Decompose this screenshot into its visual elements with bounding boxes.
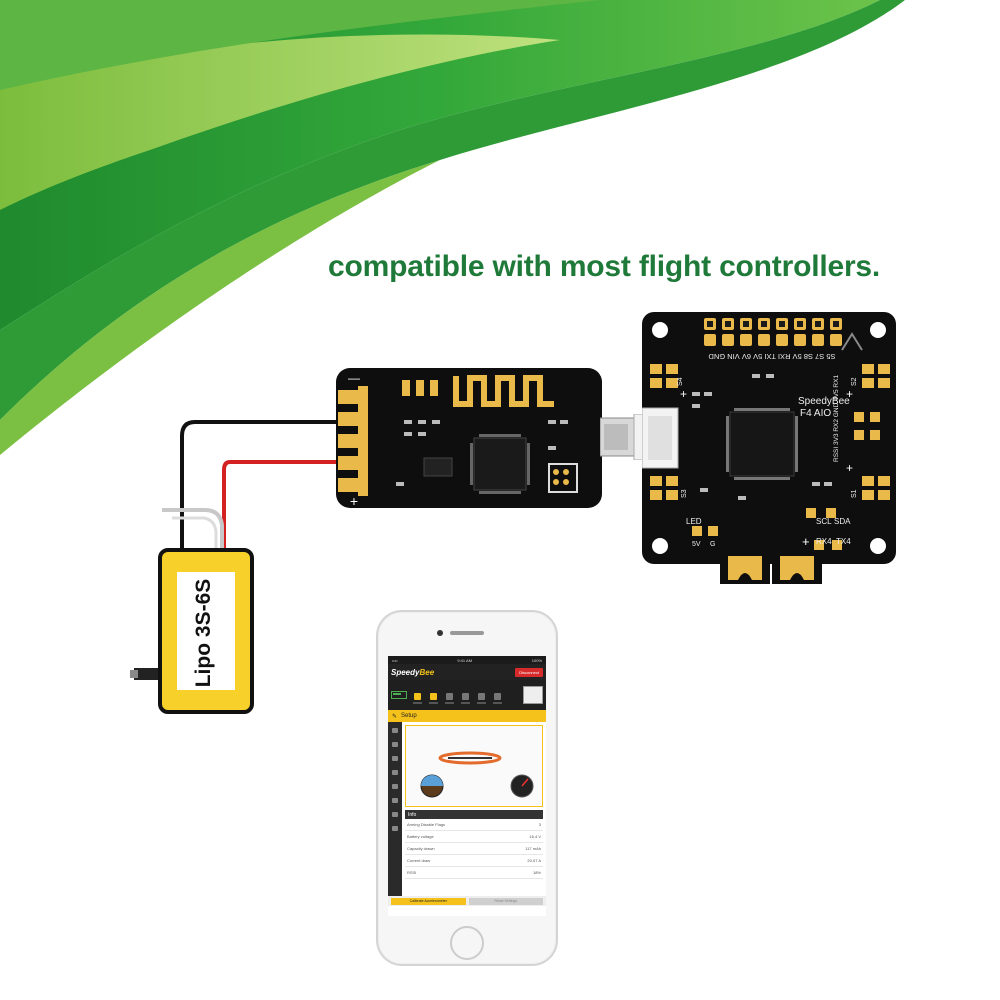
model-preview [420,751,534,798]
info-row-value: 18% [532,870,541,875]
fc-rx4: RX4 [816,537,832,546]
app-logo-b: Bee [419,667,435,677]
battery-icon [391,691,407,699]
fc-pad-g: G [710,541,715,548]
screen-title: ✎ Setup [388,710,546,722]
gps-icon [475,686,487,704]
fc-sda: SDA [834,517,851,526]
sonar-icon [491,686,503,704]
status-time: 9:41 AM [457,657,473,663]
battery-label: Lipo 3S-6S [192,578,215,688]
svg-text:+: + [846,387,853,401]
background-swoosh [0,0,905,455]
app-logo: SpeedyBee [391,668,434,677]
fc-tx4: TX4 [836,537,851,546]
svg-text:+: + [802,534,810,549]
info-row-label: Arming Disable Flags [407,822,446,827]
app-header: SpeedyBee Disconnect [388,664,546,680]
flight-controller-board: S5 S7 S8 5V RXI TXI 5V 6V VIN GND S4 S2 … [642,312,896,584]
fc-brand-line2: F4 AIO [800,408,831,419]
phone-speaker [450,631,484,635]
nav-osd-icon[interactable] [392,826,398,831]
info-row: Battery voltage 16.4 V [405,831,543,843]
lipo-battery: Lipo 3S-6S [158,548,254,714]
nav-ports-icon[interactable] [392,742,398,747]
info-row-label: Current draw [407,858,431,863]
wifi-module: — + [336,368,602,509]
phone-home-button[interactable] [450,926,484,960]
info-row-value: 16.4 V [529,834,541,839]
footer-buttons: Calibrate Accelerometer Reset Settings [388,896,546,906]
fc-s1: S1 [851,489,858,498]
menu-button[interactable] [523,686,543,704]
disconnect-button[interactable]: Disconnect [515,667,543,677]
accel-icon [427,686,439,704]
screen-title-text: Setup [401,713,417,719]
wrench-icon: ✎ [392,713,398,720]
info-row: RSSI 18% [405,867,543,879]
fc-s2: S2 [851,377,858,386]
info-row-value: 20.07 A [527,858,541,863]
svg-text:+: + [680,387,687,401]
status-battery: 100% [531,657,542,663]
info-row: Capacity drawn 117 mAh [405,843,543,855]
fc-led-label: LED [686,517,702,526]
headline: compatible with most flight controllers. [328,250,881,283]
fc-brand-line1: SpeedyBee [798,396,850,407]
wiring-diagram [130,420,340,680]
svg-text:—: — [348,371,360,385]
fc-s3: S3 [681,489,688,498]
fc-silk-side: RSSI 3V3 RX2 GND 4V5 RX1 [833,375,840,462]
nav-receiver-icon[interactable] [392,784,398,789]
fc-s4: S4 [677,377,684,386]
info-row-label: Battery voltage [407,834,434,839]
info-row-value: 117 mAh [525,846,541,851]
svg-text:+: + [846,461,853,475]
nav-setup-icon[interactable] [392,728,398,733]
phone-screen: •••• 9:41 AM 100% SpeedyBee Disconnect ✎… [388,656,546,916]
nav-motors-icon[interactable] [392,812,398,817]
fc-scl: SCL [816,517,832,526]
fc-silk-top: S5 S7 S8 5V RXI TXI 5V 6V VIN GND [708,352,836,361]
carrier-signal: •••• [392,657,398,663]
battery-label-plate [177,572,235,690]
phone-camera [437,630,443,636]
gyro-icon [411,686,423,704]
svg-text:+: + [350,493,358,509]
app-logo-a: Speedy [391,667,420,677]
nav-pid-icon[interactable] [392,770,398,775]
info-row: Arming Disable Flags 3 [405,819,543,831]
attitude-panel [405,725,543,807]
nav-config-icon[interactable] [392,756,398,761]
info-row-label: Capacity drawn [407,846,435,851]
mag-icon [443,686,455,704]
baro-icon [459,686,471,704]
info-row-value: 3 [538,822,541,827]
fc-pad-5v: 5V [692,541,701,548]
nav-modes-icon[interactable] [392,798,398,803]
reset-settings-button[interactable]: Reset Settings [468,897,543,905]
calibrate-accelerometer-button[interactable]: Calibrate Accelerometer [391,897,466,905]
info-row-label: RSSI [407,870,417,875]
info-row: Current draw 20.07 A [405,855,543,867]
status-bar: •••• 9:41 AM 100% [388,656,546,664]
info-header: Info [405,810,543,819]
sensor-toolbar [388,680,546,710]
side-nav [388,722,402,896]
